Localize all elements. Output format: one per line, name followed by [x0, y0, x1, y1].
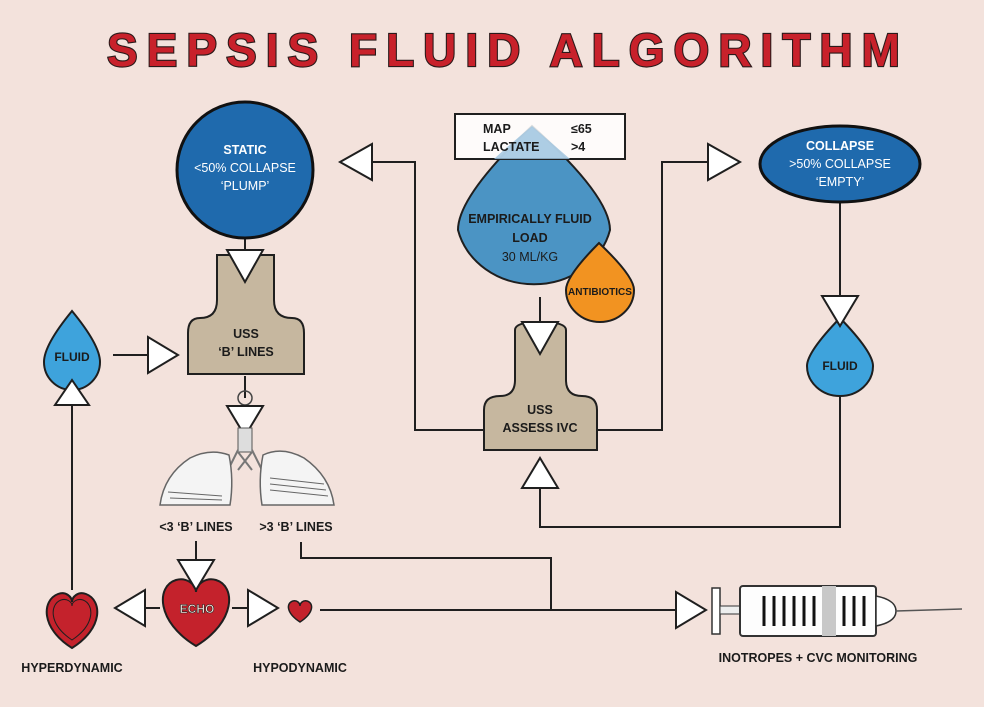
echo-heart-icon: [162, 578, 230, 648]
static-plump-label: ‘PLUMP’: [221, 179, 270, 193]
syringe-needle-icon: [895, 608, 963, 612]
arrow-down-icon: [520, 321, 560, 357]
hypodynamic-label: HYPODYNAMIC: [253, 661, 347, 675]
echo-hearts: ECHO HYPERDYNAMIC HYPODYNAMIC: [21, 559, 347, 675]
arrow-down-icon: [176, 559, 216, 592]
inotropes-label: INOTROPES + CVC MONITORING: [719, 651, 918, 665]
collapse-label: COLLAPSE: [806, 139, 874, 153]
fluid-right-node: FLUID: [805, 295, 875, 397]
connector-lines: [71, 161, 841, 611]
ultrasound-probe-icon: [187, 254, 305, 375]
fluid-load-node: MAP ≤65 LACTATE >4 EMPIRICALLY FLUID LOA…: [454, 113, 626, 286]
collapse-node: COLLAPSE >50% COLLAPSE ‘EMPTY’: [758, 124, 922, 204]
static-collapse-label: <50% COLLAPSE: [194, 161, 296, 175]
lactate-label: LACTATE: [483, 140, 539, 154]
hyperdynamic-heart-icon: [45, 592, 99, 650]
static-node: STATIC <50% COLLAPSE ‘PLUMP’: [175, 100, 315, 240]
arrow-down-icon: [225, 249, 265, 285]
echo-label: ECHO: [180, 602, 215, 616]
right-lung-icon: [259, 450, 335, 506]
map-value: ≤65: [571, 122, 592, 136]
map-label: MAP: [483, 122, 511, 136]
arrow-up-icon: [53, 378, 91, 406]
antibiotics-drop-icon: [564, 241, 636, 323]
hyperdynamic-label: HYPERDYNAMIC: [21, 661, 122, 675]
uss-ivc-probe: USS ASSESS IVC: [483, 320, 598, 489]
diagram-title: SEPSIS FLUID ALGORITHM: [107, 24, 909, 76]
arrow-right-icon: [247, 588, 280, 628]
collapse-empty-label: ‘EMPTY’: [816, 175, 865, 189]
static-circle: [175, 100, 315, 240]
fluid-load-label: EMPIRICALLY FLUID: [468, 212, 592, 226]
uss-b-lines-probe: USS ‘B’ LINES: [187, 249, 305, 375]
arrow-right-icon: [707, 142, 743, 182]
lt3-b-lines-label: <3 ‘B’ LINES: [159, 520, 232, 534]
syringe-barrel-icon: [739, 585, 877, 637]
fluid-left-node: FLUID: [42, 309, 180, 406]
collapse-ellipse: [758, 124, 922, 204]
arrow-left-icon: [337, 142, 373, 182]
lactate-value: >4: [571, 140, 585, 154]
arrow-right-icon: [675, 590, 708, 630]
arrow-down-icon: [225, 405, 265, 438]
assess-ivc-label: ASSESS IVC: [502, 421, 577, 435]
trachea-icon: [237, 427, 253, 453]
fluid-load-line2: LOAD: [512, 231, 547, 245]
hypodynamic-heart-icon: [287, 600, 313, 623]
lungs-node: <3 ‘B’ LINES >3 ‘B’ LINES: [159, 390, 335, 534]
plunger-handle-icon: [711, 587, 721, 635]
left-lung-icon: [159, 451, 233, 506]
syringe-node: INOTROPES + CVC MONITORING: [675, 585, 963, 665]
antibiotics-label: ANTIBIOTICS: [568, 287, 632, 298]
uss-b-lines-label: ‘B’ LINES: [218, 345, 274, 359]
uss-ivc-label: USS: [527, 403, 553, 417]
arrow-up-icon: [520, 456, 560, 489]
arrow-left-icon: [113, 588, 146, 628]
antibiotics-node: ANTIBIOTICS: [564, 241, 636, 323]
fluid-load-drop-icon: [456, 124, 612, 286]
fluid-drop-icon: [805, 316, 875, 397]
fluid-right-label: FLUID: [822, 359, 858, 373]
collapse-percent-label: >50% COLLAPSE: [789, 157, 891, 171]
fluid-load-dose: 30 ML/KG: [502, 250, 558, 264]
arrow-right-icon: [147, 335, 180, 375]
arrow-down-icon: [820, 295, 860, 328]
gt3-b-lines-label: >3 ‘B’ LINES: [259, 520, 332, 534]
uss-b-label: USS: [233, 327, 259, 341]
fluid-left-label: FLUID: [54, 350, 90, 364]
static-label: STATIC: [223, 143, 266, 157]
